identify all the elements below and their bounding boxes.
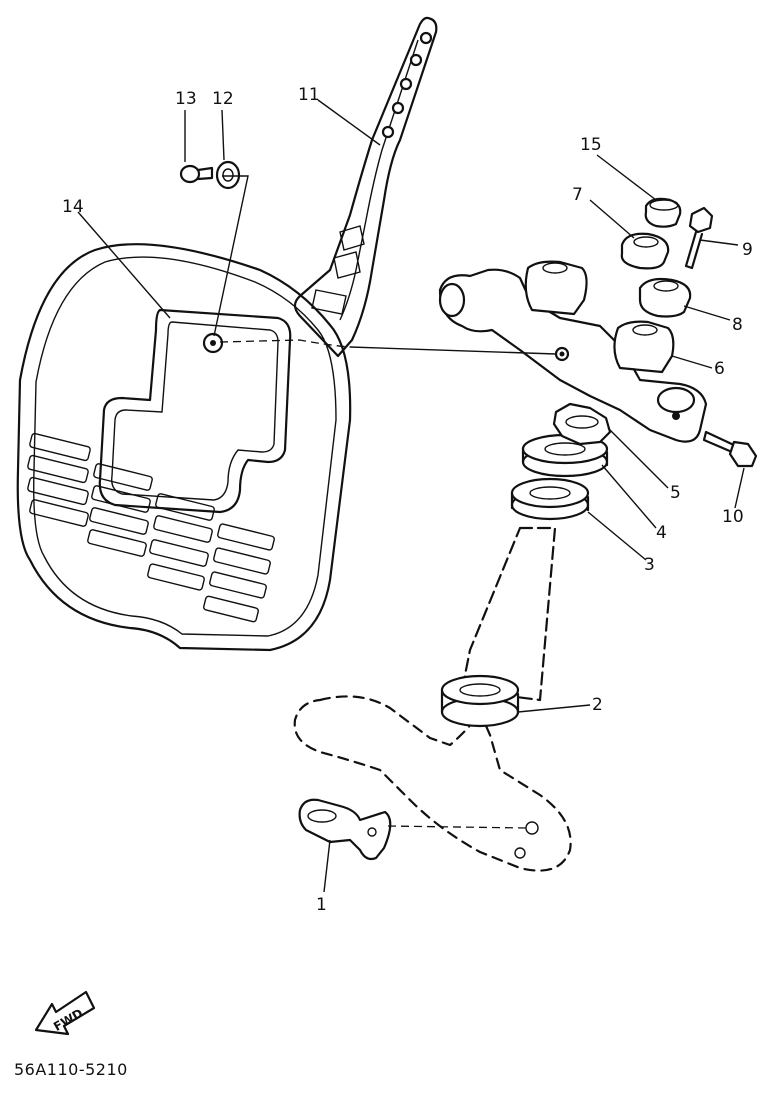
- cap-8: [638, 277, 692, 318]
- diagram-code: 56A110-5210: [14, 1060, 128, 1079]
- callout-6: 6: [714, 359, 725, 379]
- bolt-9: [684, 206, 714, 270]
- callout-15: 15: [580, 135, 602, 155]
- number-plate: [16, 243, 352, 652]
- callout-11: 11: [298, 85, 320, 105]
- screw-13: [179, 164, 214, 184]
- bolt-10: [702, 430, 758, 468]
- leader-lines: [77, 99, 745, 893]
- callout-9: 9: [742, 240, 753, 260]
- callout-8: 8: [732, 315, 743, 335]
- callout-labels: 13 12 11 14 15 7 9 8 6 5 10 4 3 2 1: [62, 85, 753, 915]
- steering-stem: [460, 526, 557, 702]
- callout-10: 10: [722, 507, 744, 527]
- callout-7: 7: [572, 185, 583, 205]
- plate-bracket: [293, 16, 438, 358]
- callout-13: 13: [175, 89, 197, 109]
- fwd-arrow-icon: FWD: [34, 990, 96, 1036]
- bearing-2: [440, 674, 520, 728]
- callout-3: 3: [644, 555, 655, 575]
- bearing-3: [510, 477, 590, 521]
- callout-14: 14: [62, 197, 84, 217]
- callout-12: 12: [212, 89, 234, 109]
- clamp-1: [298, 798, 392, 861]
- collar-7: [620, 232, 670, 270]
- callout-2: 2: [592, 695, 603, 715]
- callout-1: 1: [316, 895, 327, 915]
- cap-15: [644, 197, 682, 228]
- ring-nut-5: [552, 402, 612, 446]
- washer-12: [215, 160, 241, 190]
- upper-bracket-6: [438, 260, 708, 443]
- assembly-lines: [213, 175, 557, 829]
- callout-4: 4: [656, 523, 667, 543]
- callout-5: 5: [670, 483, 681, 503]
- under-bracket: [293, 695, 572, 872]
